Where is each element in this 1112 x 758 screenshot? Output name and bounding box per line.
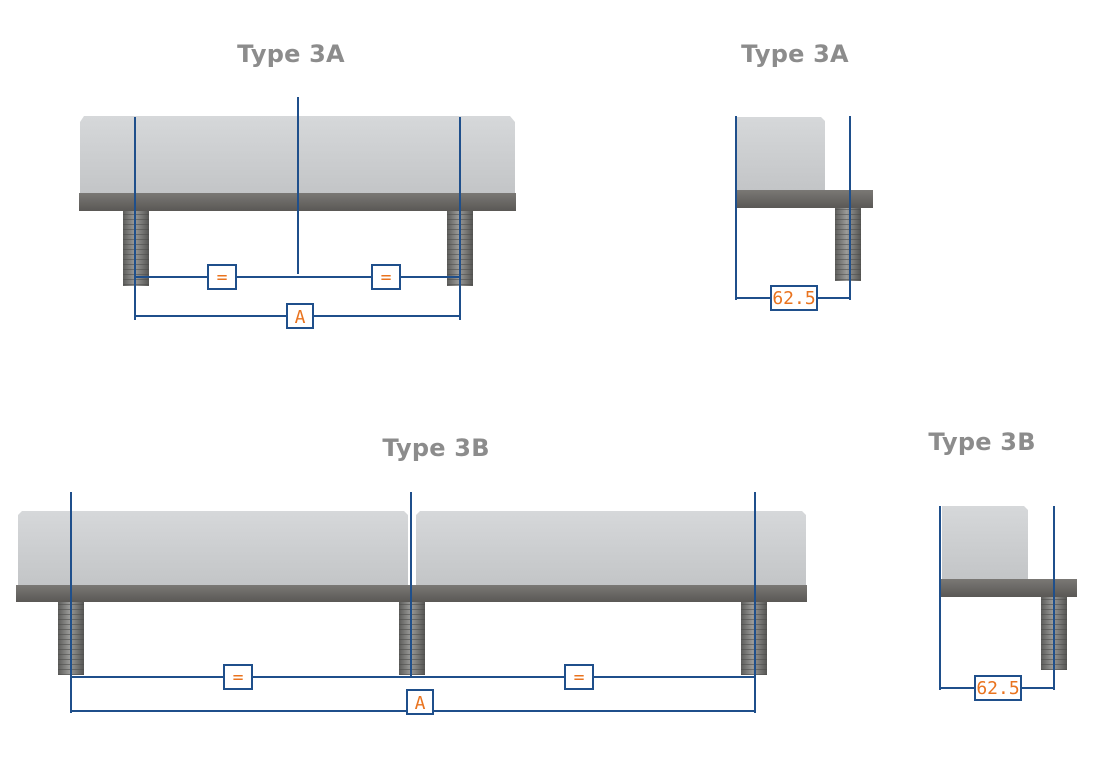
dimension-a-label: A	[286, 303, 314, 329]
svg-text:62.5: 62.5	[976, 678, 1019, 699]
equal-label-left: =	[223, 664, 253, 690]
base-plate	[735, 190, 873, 208]
dimension-lines	[134, 97, 461, 320]
type-3b-front-title: Type 3B	[382, 434, 490, 462]
base-plate	[939, 579, 1077, 597]
top-block-left	[18, 511, 408, 585]
svg-text:62.5: 62.5	[772, 288, 815, 309]
dimension-lines	[735, 116, 851, 300]
svg-text:=: =	[233, 667, 244, 688]
dimension-lines	[939, 506, 1055, 690]
type-3b-side-view: 62.5	[939, 506, 1077, 701]
type-3a-front-view: = = A	[79, 97, 516, 329]
equal-label-right: =	[371, 264, 401, 290]
svg-text:A: A	[415, 693, 426, 714]
stud	[835, 207, 861, 281]
type-3b-front-view: = = A	[16, 492, 807, 715]
svg-text:=: =	[574, 667, 585, 688]
equal-label-left: =	[207, 264, 237, 290]
type-3a-side-title: Type 3A	[741, 40, 849, 68]
dimension-a-label: A	[406, 689, 434, 715]
svg-text:A: A	[295, 307, 306, 328]
type-3a-front-title: Type 3A	[237, 40, 345, 68]
equal-label-right: =	[564, 664, 594, 690]
dimension-62-5-label: 62.5	[770, 285, 818, 311]
top-block-right	[416, 511, 806, 585]
svg-text:=: =	[381, 267, 392, 288]
dimension-lines	[70, 492, 756, 713]
type-3a-side-view: 62.5	[735, 116, 873, 311]
svg-text:=: =	[217, 267, 228, 288]
dimension-62-5-label: 62.5	[974, 675, 1022, 701]
top-block	[942, 506, 1028, 579]
type-3b-side-title: Type 3B	[928, 428, 1036, 456]
top-block	[737, 117, 825, 190]
